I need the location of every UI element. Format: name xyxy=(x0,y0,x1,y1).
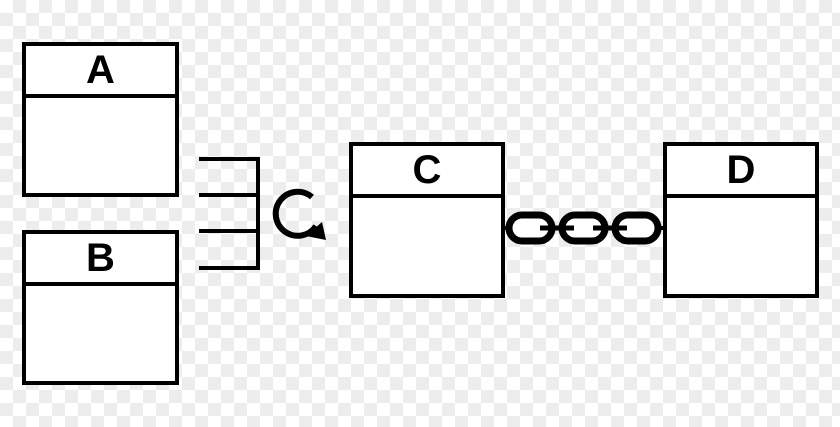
comb-bracket-icon xyxy=(199,157,260,270)
class-box-a: A xyxy=(22,42,179,197)
class-box-d-title: D xyxy=(667,146,815,198)
class-box-c: C xyxy=(349,142,505,298)
class-box-d: D xyxy=(663,142,819,298)
class-box-b: B xyxy=(22,230,179,385)
class-box-a-title: A xyxy=(26,46,175,98)
rotate-arrow-icon xyxy=(272,188,326,240)
chain-link-icon xyxy=(505,211,663,245)
class-box-b-title: B xyxy=(26,234,175,286)
class-box-c-title: C xyxy=(353,146,501,198)
